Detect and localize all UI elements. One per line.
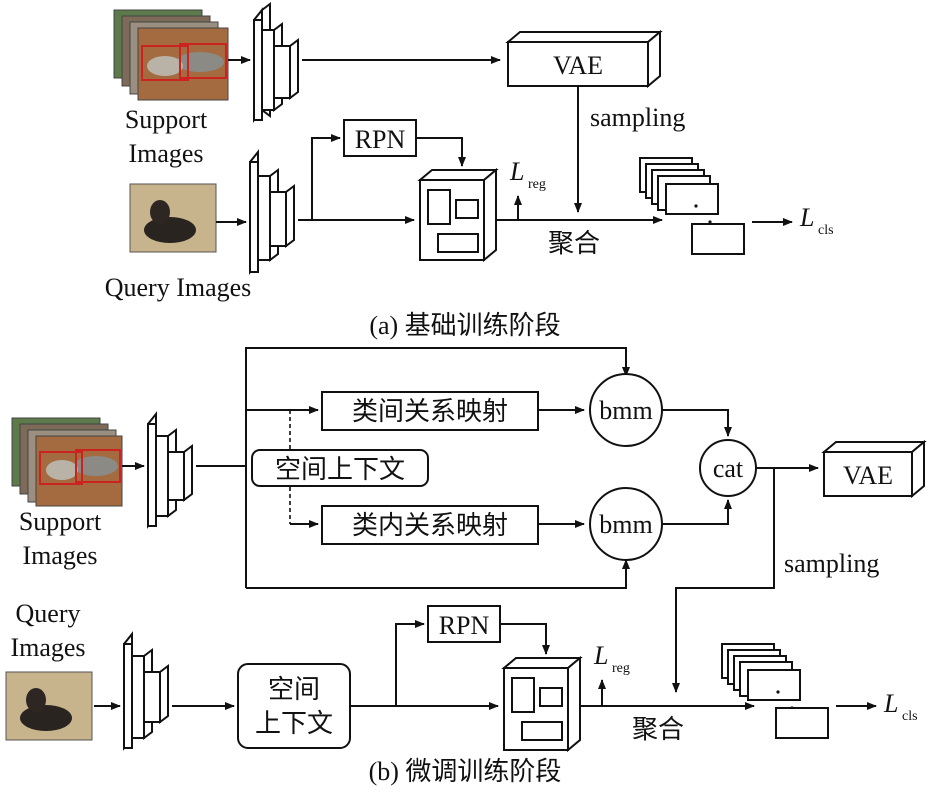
top-lreg-sub: reg xyxy=(528,177,546,192)
bottom-bmm-top-to-cat xyxy=(662,409,732,437)
bottom-spatial-context-box xyxy=(251,449,429,487)
bottom-inter-class-label: 类间关系映射 xyxy=(352,397,508,426)
top-stacked-features xyxy=(639,157,745,255)
top-query-label: Query Images xyxy=(105,273,252,302)
top-rpn-box xyxy=(343,119,417,157)
bottom-frame-top-arrow xyxy=(245,347,630,588)
top-query-backbone-icon xyxy=(249,149,295,275)
bottom-sampling-arrow xyxy=(672,468,775,693)
bottom-bmm-bottom-to-cat xyxy=(662,499,732,525)
top-vae-label: VAE xyxy=(553,51,603,80)
bottom-support-backbone-icon xyxy=(147,411,193,529)
bottom-aggregate-label: 聚合 xyxy=(632,715,684,744)
bottom-bmm-bottom-label: bmm xyxy=(599,510,652,539)
bottom-lcls-sub: cls xyxy=(902,709,918,724)
bottom-bmm-top-label: bmm xyxy=(599,396,652,425)
bottom-to-rpn-arrow xyxy=(395,620,425,706)
top-support-backbone-icon xyxy=(253,2,299,123)
top-lreg-label: L xyxy=(509,157,524,186)
bottom-query-backbone-icon xyxy=(123,631,169,751)
bottom-roi-feature-box xyxy=(501,655,583,753)
top-support-label-2: Images xyxy=(128,139,203,168)
bottom-stacked-features xyxy=(721,643,829,739)
top-sampling-label: sampling xyxy=(590,103,685,132)
bottom-intra-class-label: 类内关系映射 xyxy=(352,511,508,540)
bottom-frame-bottom-arrow xyxy=(246,559,630,589)
bottom-rpn-label: RPN xyxy=(439,611,490,640)
top-caption: (a) 基础训练阶段 xyxy=(369,311,560,340)
bottom-query-label-2: Images xyxy=(10,633,85,662)
top-query-image xyxy=(129,183,217,253)
bottom-support-label-2: Images xyxy=(22,541,97,570)
top-support-label-1: Support xyxy=(125,105,208,134)
bottom-spatial-context-2-line1: 空间 xyxy=(268,675,320,704)
top-lcls-label: L xyxy=(799,203,814,232)
top-lcls-sub: cls xyxy=(818,223,834,238)
bottom-lreg-sub: reg xyxy=(612,661,630,676)
top-rpn-label: RPN xyxy=(355,125,406,154)
bottom-caption: (b) 微调训练阶段 xyxy=(369,757,562,786)
bottom-query-label-1: Query xyxy=(16,599,81,628)
bottom-lcls-label: L xyxy=(883,689,898,718)
bottom-spatial-context-2-line2: 上下文 xyxy=(255,709,333,738)
bottom-lreg-label: L xyxy=(593,641,608,670)
bottom-spatial-context-label: 空间上下文 xyxy=(275,455,405,484)
top-vae-box xyxy=(505,29,663,89)
bottom-intra-class-box xyxy=(321,505,539,545)
top-roi-feature-box xyxy=(417,167,499,263)
bottom-query-image xyxy=(5,671,93,741)
bottom-cat-label: cat xyxy=(713,454,744,483)
top-support-images xyxy=(113,9,229,101)
bottom-vae-label: VAE xyxy=(843,461,893,490)
bottom-support-images xyxy=(11,417,123,507)
bottom-rpn-to-roi xyxy=(500,623,550,655)
top-rpn-to-roi-arrow xyxy=(416,137,466,167)
bottom-support-label-1: Support xyxy=(19,507,102,536)
bottom-rpn-box xyxy=(427,605,501,643)
bottom-sampling-label: sampling xyxy=(784,549,879,578)
top-aggregate-label: 聚合 xyxy=(548,229,600,258)
bottom-vae-box xyxy=(821,439,927,499)
top-to-rpn-arrow xyxy=(311,134,341,220)
